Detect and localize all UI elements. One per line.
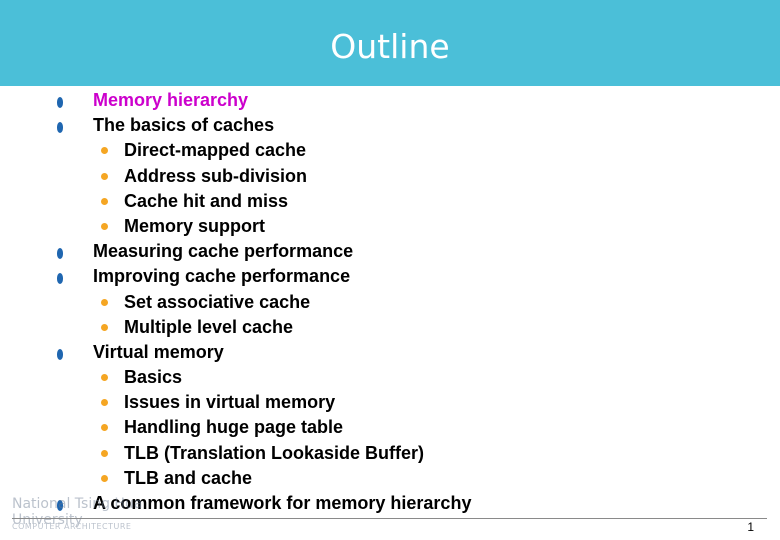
outline-subitem: Cache hit and miss	[12, 189, 752, 214]
diamond-bullet-icon	[57, 273, 63, 285]
outline-subitem: Direct-mapped cache	[12, 138, 752, 163]
outline-item-text: TLB (Translation Lookaside Buffer)	[124, 442, 425, 463]
diamond-bullet-icon	[57, 122, 63, 134]
dot-bullet-icon	[101, 298, 108, 306]
dot-bullet-icon	[101, 474, 108, 482]
dot-bullet-icon	[101, 399, 108, 407]
outline-subitem: Handling huge page table	[12, 415, 752, 440]
diamond-bullet-icon	[57, 500, 63, 511]
outline-subitem: TLB and cache	[12, 466, 752, 491]
slide-title: Outline	[330, 27, 450, 66]
brand-name: National Tsing Hua University	[12, 496, 143, 528]
outline-item-text: Basics	[124, 367, 183, 388]
outline-subitem: TLB (Translation Lookaside Buffer)	[12, 441, 752, 466]
footer-divider	[12, 518, 767, 519]
dot-bullet-icon	[101, 172, 108, 180]
outline-item-text: Set associative cache	[124, 291, 311, 312]
page-number: 1	[747, 520, 754, 534]
outline-subitem: Set associative cache	[12, 290, 752, 315]
outline-item-text: A common framework for memory hierarchy	[93, 493, 472, 513]
outline-item-text: The basics of caches	[93, 115, 275, 136]
dot-bullet-icon	[101, 374, 108, 382]
outline-item-text: TLB and cache	[124, 467, 253, 488]
outline-item-text: Address sub-division	[124, 165, 308, 186]
outline-subitem: Basics	[12, 365, 752, 390]
outline-item-text: Direct-mapped cache	[124, 140, 307, 161]
brand-subtitle: COMPUTER ARCHITECTURE	[12, 522, 132, 531]
outline-item: Memory hierarchy	[12, 88, 752, 113]
outline-item-text: Memory hierarchy	[93, 90, 249, 110]
diamond-bullet-icon	[57, 248, 63, 260]
diamond-bullet-icon	[57, 97, 63, 108]
outline-subitem: Address sub-division	[12, 164, 752, 189]
diamond-bullet-icon	[57, 348, 63, 360]
outline-subitem: Memory support	[12, 214, 752, 239]
outline-item-text: Cache hit and miss	[124, 190, 289, 211]
outline-item-text: Virtual memory	[93, 341, 224, 362]
dot-bullet-icon	[101, 323, 108, 331]
outline-item: A common framework for memory hierarchy	[12, 491, 752, 516]
outline-item-text: Multiple level cache	[124, 316, 294, 337]
dot-bullet-icon	[101, 197, 108, 205]
title-bar	[0, 0, 780, 86]
outline-item-text: Issues in virtual memory	[124, 392, 336, 413]
university-logo: National Tsing Hua University COMPUTER A…	[12, 496, 212, 536]
dot-bullet-icon	[101, 424, 108, 432]
dot-bullet-icon	[101, 222, 108, 230]
outline-item: Virtual memory	[12, 340, 752, 365]
outline-item: Measuring cache performance	[12, 239, 752, 264]
dot-bullet-icon	[101, 449, 108, 457]
outline-subitem: Issues in virtual memory	[12, 390, 752, 415]
outline-item: Improving cache performance	[12, 264, 752, 289]
outline-subitem: Multiple level cache	[12, 315, 752, 340]
outline-item: The basics of caches	[12, 113, 752, 138]
outline-item-text: Measuring cache performance	[93, 241, 354, 262]
outline-item-text: Memory support	[124, 215, 266, 236]
outline-item-text: Improving cache performance	[93, 266, 351, 287]
dot-bullet-icon	[101, 147, 108, 155]
outline-item-text: Handling huge page table	[124, 417, 344, 438]
